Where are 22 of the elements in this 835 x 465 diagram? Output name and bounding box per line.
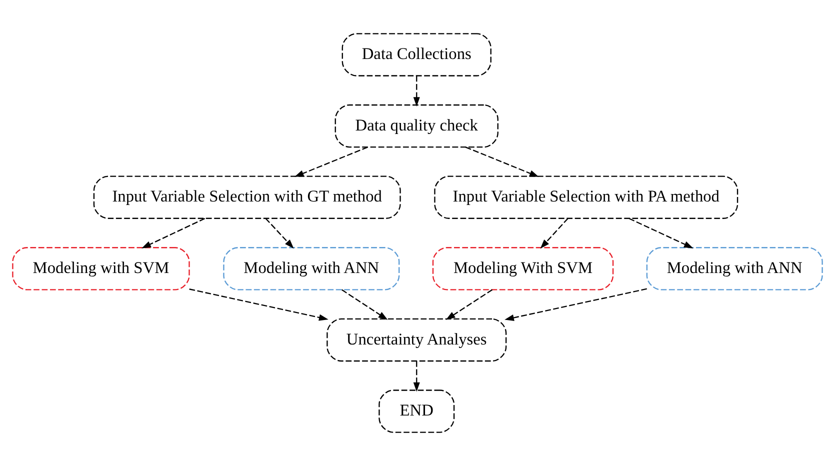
arrow <box>189 288 328 320</box>
node-box: Modeling with SVM <box>12 246 190 290</box>
node-box: Uncertainty Analyses <box>326 318 507 362</box>
node-box: Data Collections <box>342 32 492 76</box>
arrow <box>446 288 493 320</box>
node-box: Input Variable Selection with GT method <box>93 175 401 218</box>
node-box: Modeling With SVM <box>432 246 614 290</box>
arrow <box>413 75 420 106</box>
arrow <box>540 218 568 248</box>
arrow <box>504 288 647 320</box>
arrow <box>342 288 388 320</box>
node-box: Data quality check <box>334 104 498 148</box>
arrow <box>628 217 694 248</box>
arrow <box>465 146 539 176</box>
node-box: Input Variable Selection with PA method <box>434 175 738 218</box>
arrow <box>265 218 294 248</box>
arrow <box>142 217 206 248</box>
arrow <box>294 146 368 176</box>
node-box: END <box>378 389 455 432</box>
node-box: Modeling with ANN <box>223 246 400 290</box>
node-box: Modeling with ANN <box>646 246 823 290</box>
arrow <box>413 360 420 392</box>
